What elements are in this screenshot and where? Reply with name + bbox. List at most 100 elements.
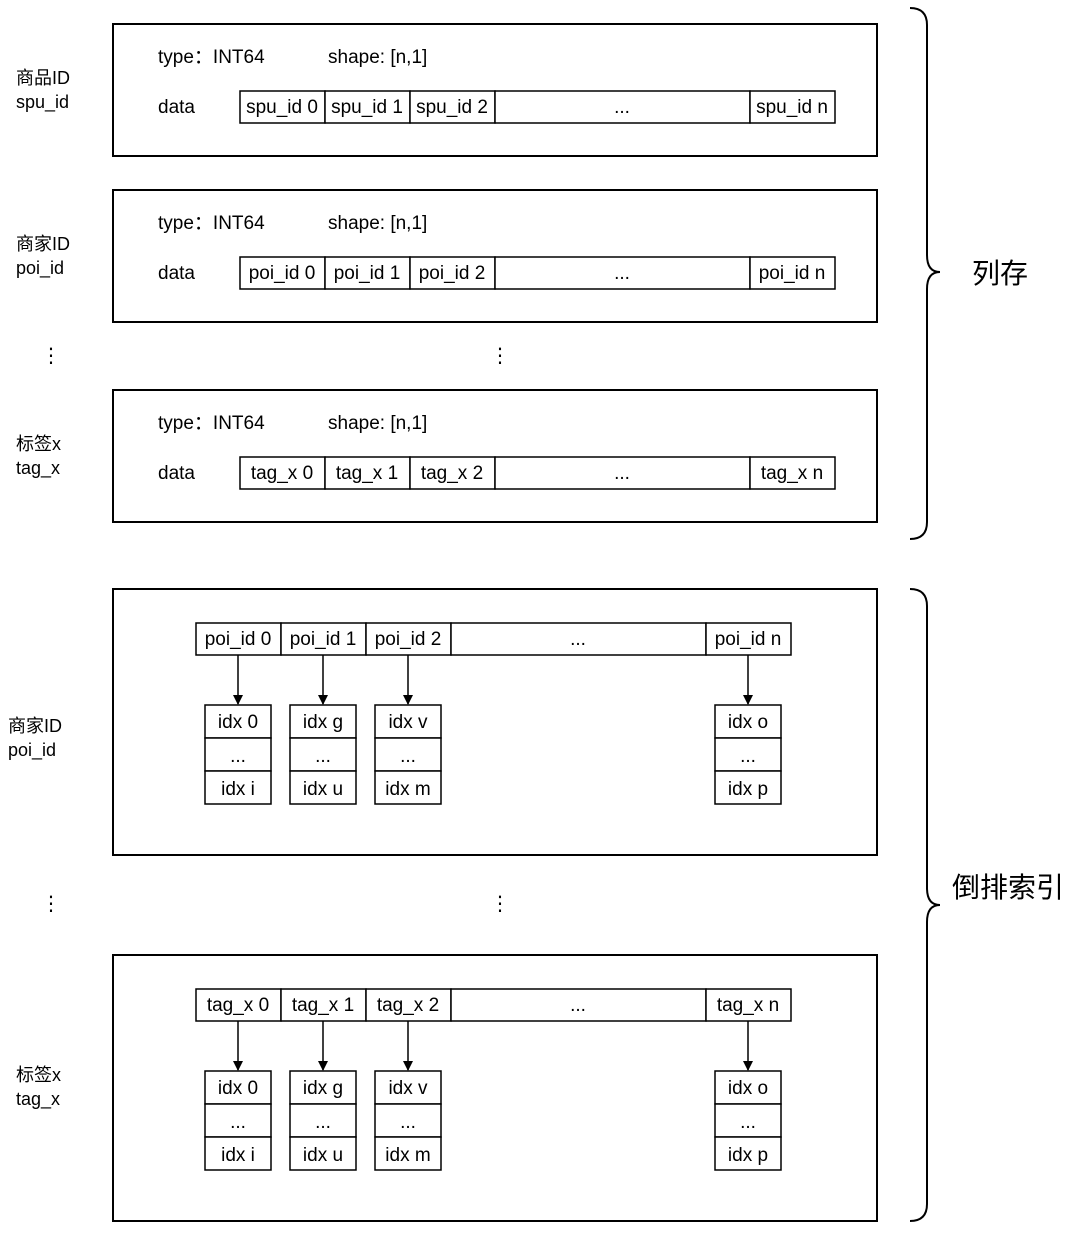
data-cell-text: tag_x n <box>761 463 823 484</box>
key-cell-text: tag_x 0 <box>207 995 269 1016</box>
posting-cell <box>714 770 782 805</box>
curly-brace-columnar <box>909 7 941 540</box>
data-cell-text: spu_id 2 <box>416 97 488 118</box>
shape-label: shape: [n,1] <box>328 413 427 434</box>
data-cell <box>494 456 751 490</box>
key-cell <box>705 622 792 656</box>
inverted-block-poi-id: 商家ID poi_id poi_id 0 poi_id 1 poi_id 2 .… <box>8 588 878 856</box>
posting-text: ... <box>315 1112 331 1133</box>
block-frame <box>112 23 878 157</box>
side-label-en: tag_x <box>16 1089 60 1110</box>
data-cell-text: poi_id 2 <box>419 263 486 284</box>
data-cell <box>409 456 496 490</box>
key-cell-text: poi_id 1 <box>290 629 357 650</box>
side-label-en: poi_id <box>8 740 56 761</box>
posting-cell <box>204 704 272 739</box>
side-label-cn: 商家ID <box>8 716 62 736</box>
vertical-ellipsis: ⋮ <box>490 345 510 367</box>
posting-cell <box>289 737 357 772</box>
data-cell-text: poi_id n <box>759 263 826 284</box>
posting-list: idx o ... idx p <box>714 704 782 805</box>
data-cell <box>324 456 411 490</box>
posting-cell <box>714 1070 782 1105</box>
posting-cell <box>374 1103 442 1138</box>
side-label-cn: 标签x <box>16 434 61 454</box>
key-cell-text: poi_id 0 <box>205 629 272 650</box>
posting-cell <box>374 770 442 805</box>
posting-cell <box>374 1070 442 1105</box>
posting-cell <box>374 704 442 739</box>
data-cell <box>749 90 836 124</box>
key-cell-text: tag_x n <box>717 995 779 1016</box>
posting-text: idx 0 <box>218 1078 258 1099</box>
data-cell <box>749 456 836 490</box>
posting-text: ... <box>230 746 246 767</box>
key-cell-text: tag_x 2 <box>377 995 439 1016</box>
curly-brace-inverted <box>909 588 941 1222</box>
data-cell-text: poi_id 1 <box>334 263 401 284</box>
data-cell-text: spu_id 0 <box>246 97 318 118</box>
key-cell-text: poi_id 2 <box>375 629 442 650</box>
key-cell <box>450 988 707 1022</box>
posting-text: ... <box>740 746 756 767</box>
posting-text: idx 0 <box>218 712 258 733</box>
data-cell <box>409 256 496 290</box>
data-cell-text: spu_id 1 <box>331 97 403 118</box>
posting-text: idx u <box>303 1145 343 1166</box>
posting-text: idx v <box>388 1078 428 1099</box>
posting-text: idx o <box>728 1078 768 1099</box>
side-label-en: tag_x <box>16 458 60 479</box>
posting-text: idx p <box>728 1145 768 1166</box>
data-cell <box>239 256 326 290</box>
data-cell-text: tag_x 0 <box>251 463 313 484</box>
posting-list: idx 0 ... idx i <box>204 704 272 805</box>
key-cell-text: poi_id n <box>715 629 782 650</box>
key-cell <box>195 622 282 656</box>
posting-text: idx o <box>728 712 768 733</box>
posting-cell <box>374 1136 442 1171</box>
side-label-en: spu_id <box>16 92 69 113</box>
posting-text: idx v <box>388 712 428 733</box>
data-label: data <box>158 463 195 484</box>
key-cell <box>365 622 452 656</box>
type-label: type：INT64 <box>158 213 265 234</box>
key-cell <box>195 988 282 1022</box>
data-cell <box>749 256 836 290</box>
posting-cell <box>289 1070 357 1105</box>
data-cell <box>494 256 751 290</box>
posting-text: idx m <box>385 1145 430 1166</box>
data-cell <box>239 90 326 124</box>
data-cell-text: tag_x 1 <box>336 463 398 484</box>
inverted-block-tag-x: 标签x tag_x tag_x 0 tag_x 1 tag_x 2 ... ta… <box>16 954 878 1222</box>
brace-label-inverted: 倒排索引 <box>952 872 1064 903</box>
posting-list: idx v ... idx m <box>374 1070 442 1171</box>
data-cell-text: ... <box>614 97 630 118</box>
posting-text: ... <box>315 746 331 767</box>
posting-cell <box>204 770 272 805</box>
posting-text: ... <box>740 1112 756 1133</box>
side-label-en: poi_id <box>16 258 64 279</box>
block-frame <box>112 389 878 523</box>
posting-text: idx i <box>221 1145 255 1166</box>
posting-text: idx i <box>221 779 255 800</box>
shape-label: shape: [n,1] <box>328 47 427 68</box>
posting-text: idx u <box>303 779 343 800</box>
data-cell <box>324 256 411 290</box>
posting-text: ... <box>230 1112 246 1133</box>
posting-text: ... <box>400 746 416 767</box>
data-label: data <box>158 263 195 284</box>
data-cell-text: ... <box>614 463 630 484</box>
key-cell <box>365 988 452 1022</box>
columnar-block-tag-x: 标签x tag_x type：INT64 shape: [n,1] data t… <box>16 389 878 523</box>
vertical-ellipsis: ⋮ <box>41 893 61 915</box>
posting-list: idx v ... idx m <box>374 704 442 805</box>
side-label-cn: 商家ID <box>16 234 70 254</box>
data-cell-text: ... <box>614 263 630 284</box>
data-cell-text: poi_id 0 <box>249 263 316 284</box>
posting-text: idx p <box>728 779 768 800</box>
type-label: type：INT64 <box>158 47 265 68</box>
posting-cell <box>289 770 357 805</box>
posting-list: idx g ... idx u <box>289 704 357 805</box>
posting-cell <box>204 1136 272 1171</box>
data-label: data <box>158 97 195 118</box>
